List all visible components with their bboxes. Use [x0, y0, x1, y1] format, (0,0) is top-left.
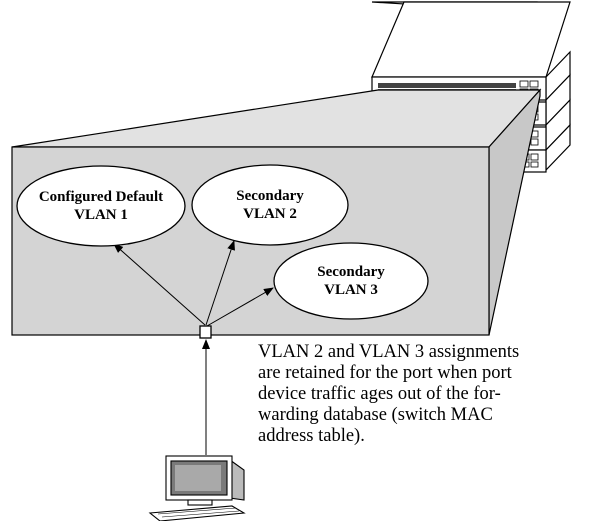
caption-line: device traffic ages out of the for-	[258, 384, 501, 404]
vlan-2-label-line2: VLAN 2	[243, 206, 297, 222]
zoom-box-top	[11, 89, 542, 148]
vlan-3-label-line1: Secondary	[317, 264, 385, 280]
caption-line: address table).	[258, 426, 365, 446]
vlan-arrows	[113, 240, 274, 327]
computer-workstation-icon	[148, 455, 246, 521]
caption-line: are retained for the port when port	[258, 363, 512, 383]
vlan-2-label-line1: Secondary	[236, 188, 304, 204]
caption-text: VLAN 2 and VLAN 3 assignments are retain…	[258, 342, 593, 447]
caption-line: warding database (switch MAC	[258, 405, 493, 425]
vlan-3-label-line2: VLAN 3	[324, 282, 378, 298]
port-icon	[199, 325, 212, 339]
caption-line: VLAN 2 and VLAN 3 assignments	[258, 342, 520, 362]
vlan-1-label-line2: VLAN 1	[74, 207, 128, 223]
vlan-ellipse-2: Secondary VLAN 2	[191, 164, 349, 246]
vlan-ellipse-1: Configured Default VLAN 1	[16, 165, 186, 247]
vlan-1-label-line1: Configured Default	[39, 189, 163, 205]
vlan-ellipse-3: Secondary VLAN 3	[273, 242, 429, 320]
